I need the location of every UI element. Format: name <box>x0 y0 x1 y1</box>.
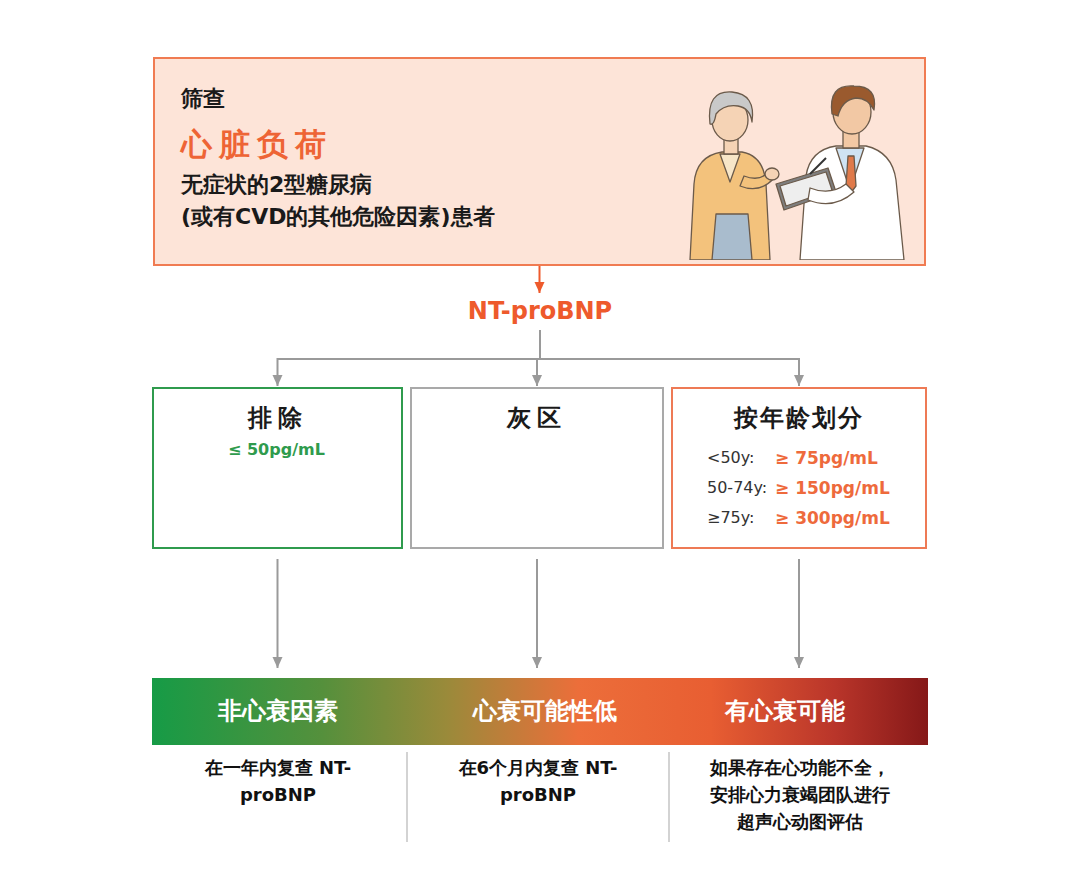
cutoff-table: <50y:≥ 75pg/mL50-74y:≥ 150pg/mL≥75y:≥ 30… <box>707 447 915 529</box>
box-title: 按年龄划分 <box>683 403 915 433</box>
box-text: 心脏负荷 <box>181 125 601 163</box>
flow-arrow <box>536 559 538 668</box>
flow-arrow <box>278 330 541 386</box>
follow-up-note: 在6个月内复查 NT-proBNP <box>458 754 618 808</box>
gray-zone-box: 灰区 <box>410 387 664 549</box>
box-text: 无症状的2型糖尿病 (或有CVD的其他危险因素)患者 <box>181 169 621 233</box>
band-text: 心衰可能性低 <box>425 678 665 745</box>
flow-arrow <box>540 330 799 386</box>
box-title: 灰区 <box>424 403 650 433</box>
flow-arrow <box>277 559 279 668</box>
age-cutoff-box: 按年龄划分 <50y:≥ 75pg/mL50-74y:≥ 150pg/mL≥75y… <box>671 387 927 549</box>
follow-up-note: 如果存在心功能不全， 安排心力衰竭团队进行 超声心动图评估 <box>684 754 916 835</box>
age-group: 50-74y: <box>707 477 773 499</box>
box-title: 排除 <box>166 403 389 433</box>
patient-doctor-illustration <box>660 64 920 260</box>
marker-label: NT-proBNP <box>455 294 625 330</box>
divider-line <box>668 752 670 842</box>
cutoff-value: ≥ 300pg/mL <box>775 507 915 529</box>
box-title: 筛查 <box>181 85 601 113</box>
band-text: 非心衰因素 <box>158 678 398 745</box>
follow-up-note: 在一年内复查 NT-proBNP <box>198 754 358 808</box>
box-text: ≤ 50pg/mL <box>166 439 389 461</box>
age-group: ≥75y: <box>707 507 773 529</box>
band-text: 有心衰可能 <box>665 678 905 745</box>
cutoff-value: ≥ 150pg/mL <box>775 477 915 499</box>
rule-out-box: 排除 ≤ 50pg/mL <box>152 387 403 549</box>
box-title: NT-proBNP <box>455 296 625 326</box>
divider-line <box>406 752 408 842</box>
flow-arrow <box>798 559 800 668</box>
risk-band: 非心衰因素心衰可能性低有心衰可能 <box>152 678 928 745</box>
cutoff-value: ≥ 75pg/mL <box>775 447 915 469</box>
flow-arrow <box>539 266 541 293</box>
age-group: <50y: <box>707 447 773 469</box>
